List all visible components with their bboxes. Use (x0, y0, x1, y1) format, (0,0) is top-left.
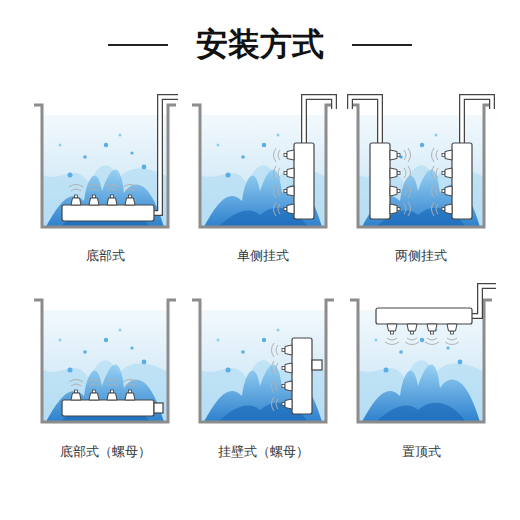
tank-top (350, 286, 496, 422)
tank-wall-nut (192, 300, 334, 422)
caption-label: 底部式 (86, 247, 125, 265)
caption-label: 两侧挂式 (395, 247, 447, 265)
caption-label: 单侧挂式 (237, 247, 289, 265)
tank-both-sides (350, 97, 492, 227)
caption-label: 挂壁式（螺母） (218, 443, 309, 461)
caption-label: 底部式（螺母） (60, 443, 151, 461)
title: 安装方式 (196, 23, 324, 67)
caption-label: 置顶式 (402, 443, 441, 461)
tank-single-side (192, 97, 334, 227)
tank-bottom (34, 97, 178, 227)
tank-bottom-nut (34, 300, 176, 422)
